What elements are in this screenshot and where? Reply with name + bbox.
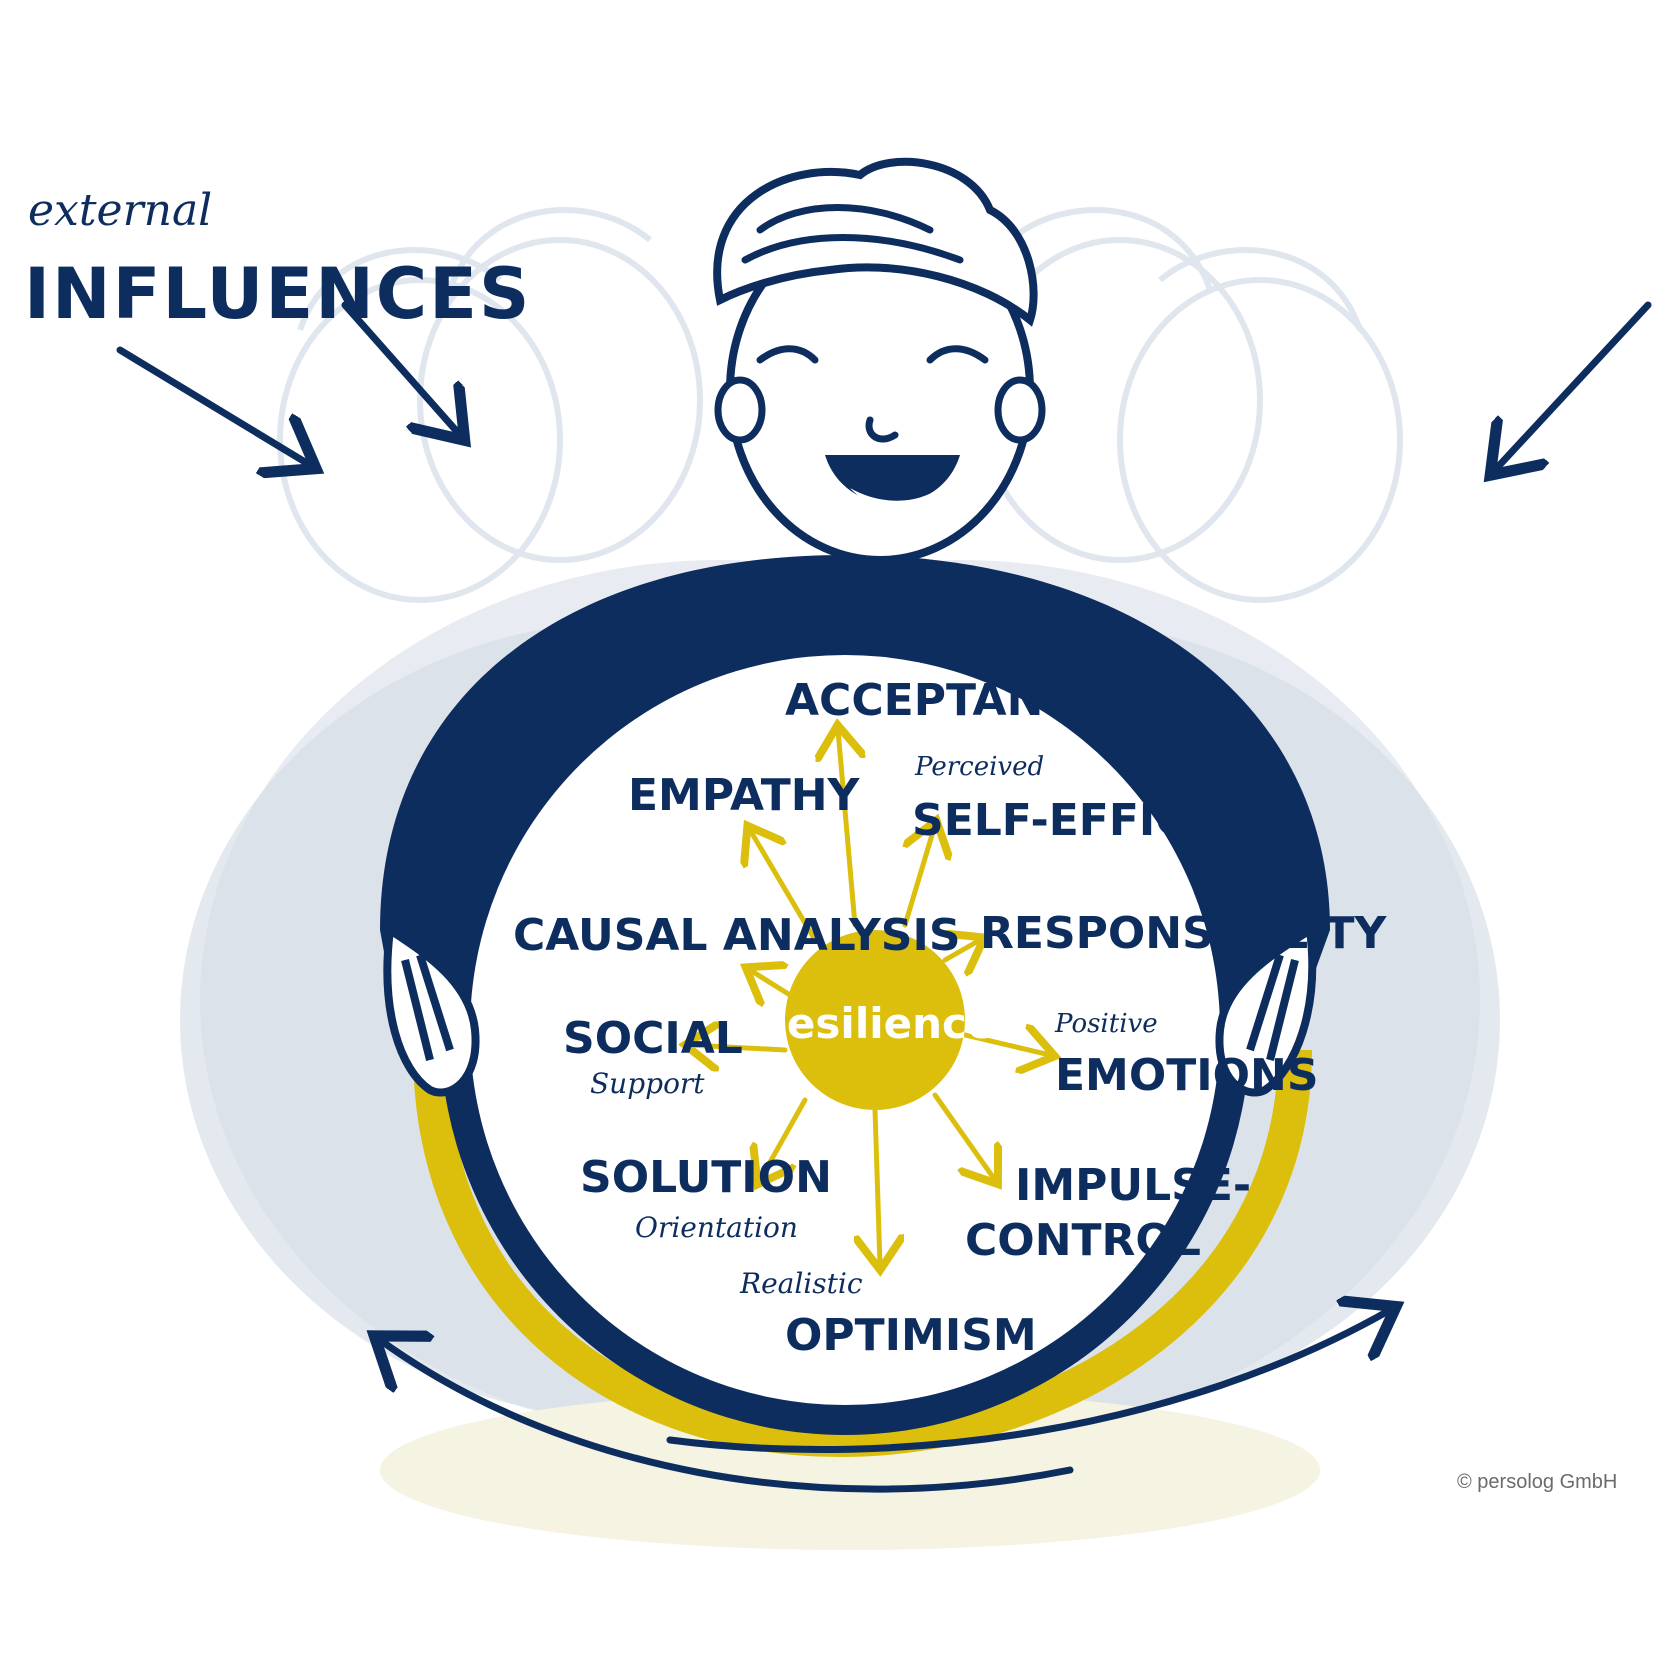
factor-impulse-control-1: IMPULSE- [1015,1160,1251,1211]
factor-positive-emotions-small: Positive [1054,1009,1158,1039]
influence-arrow-2 [341,301,460,435]
header-small: external [28,185,212,236]
copyright: © persolog GmbH [1457,1471,1617,1493]
factor-responsibility: RESPONSIBILITY [980,908,1387,959]
influence-arrows [116,301,1652,470]
factor-causal-analysis: CAUSAL ANALYSIS [513,910,961,961]
right-hand [1215,923,1317,1097]
factor-empathy: EMPATHY [628,770,861,821]
factor-solution-orientation: SOLUTION [580,1152,832,1203]
factor-acceptance: ACCEPTANCE [785,675,1106,726]
influence-arrow-3 [1495,301,1652,470]
motion-arrows [380,1310,1390,1493]
factor-impulse-control-2: CONTROL [965,1215,1201,1266]
left-hand [383,923,480,1097]
motion-arrow-left [380,1340,1074,1493]
factor-positive-emotions: EMOTIONS [1055,1050,1319,1101]
influence-arrow-1 [116,346,310,465]
person-head [713,157,1046,564]
resilience-spokes [690,730,1050,1265]
resilience-core [785,930,965,1110]
factor-labels: ACCEPTANCE Perceived SELF-EFFICACY RESPO… [513,675,1387,1361]
factor-self-efficacy: SELF-EFFICACY [912,795,1287,846]
factor-social-support: SOCIAL [563,1013,743,1064]
factor-social-support-small: Support [590,1067,705,1100]
header-big: INFLUENCES [24,253,531,335]
factor-realistic-optimism: OPTIMISM [785,1310,1037,1361]
factor-realistic-optimism-small: Realistic [739,1267,863,1300]
factor-self-efficacy-small: Perceived [914,752,1044,782]
mouth [825,455,960,504]
motion-arrow-right [666,1310,1390,1454]
factor-solution-orientation-small: Orientation [635,1211,798,1244]
resilience-label: Resilience [755,999,996,1048]
